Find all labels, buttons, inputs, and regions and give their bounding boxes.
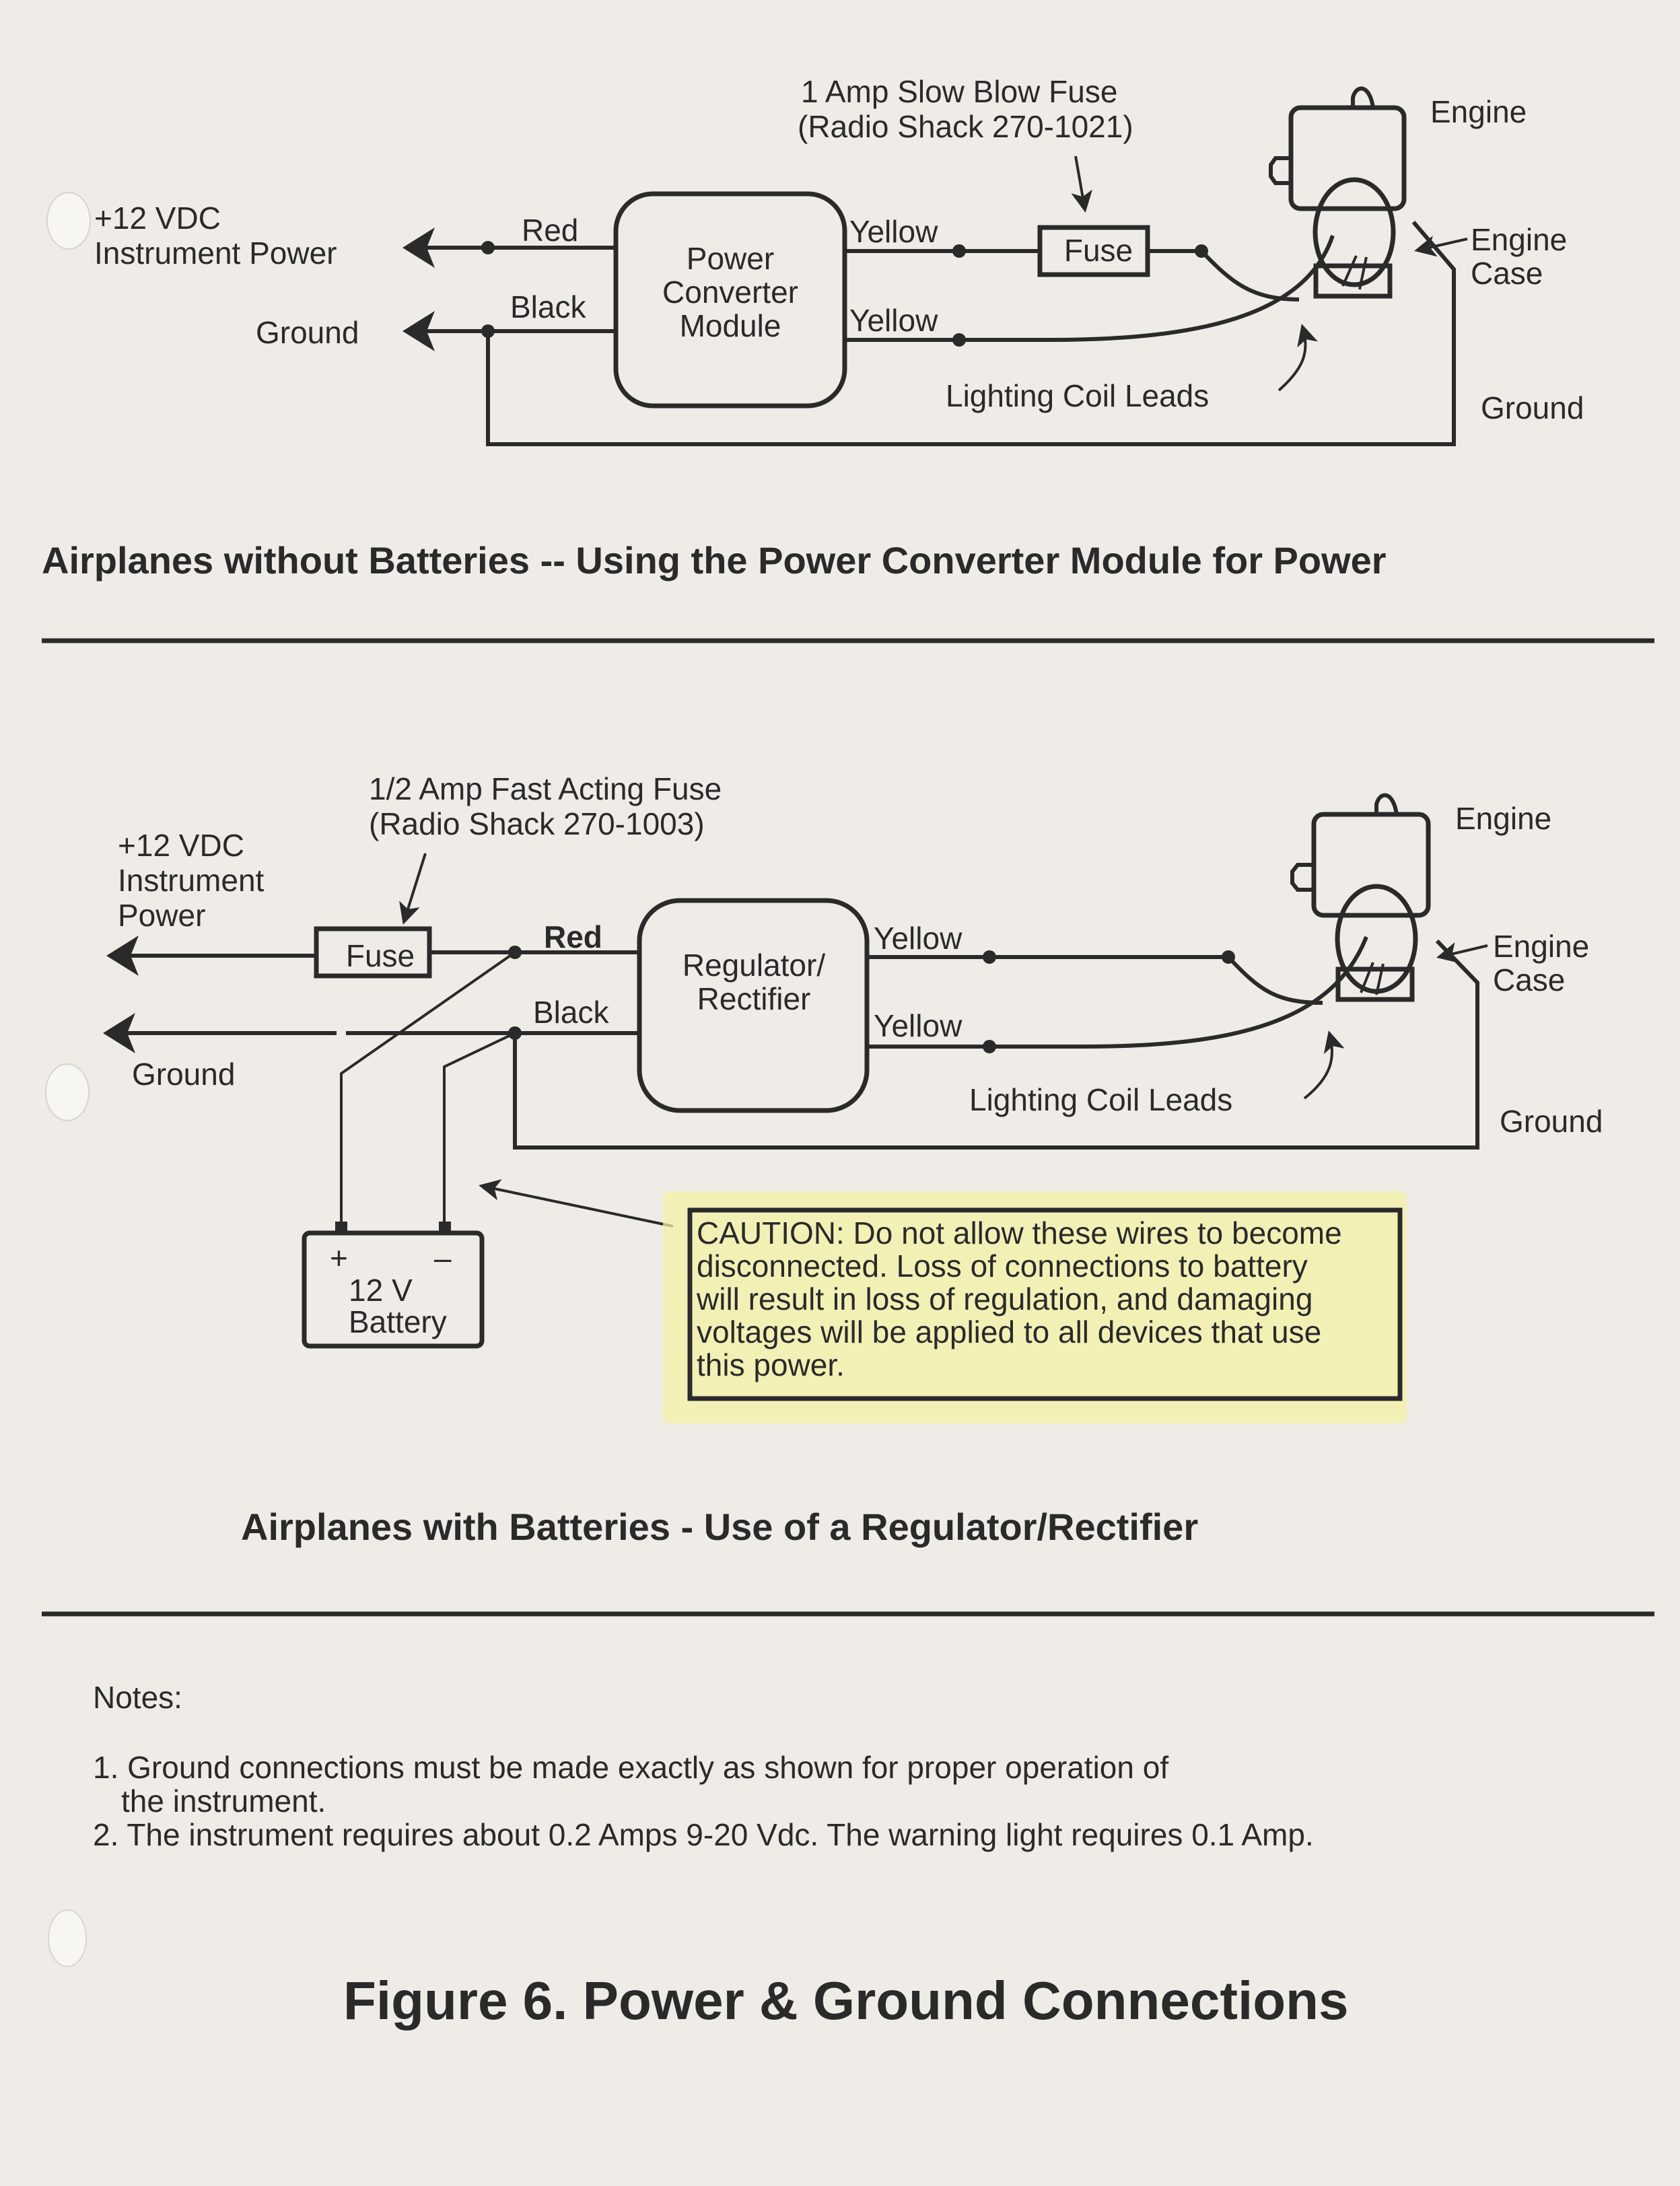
ground2-return-wire [513,939,1479,1150]
caution-line: this power. [697,1347,845,1382]
binder-hole-middle [45,1063,90,1121]
black2-wire-label: Black [533,995,609,1030]
power-converter-module [613,191,847,409]
yellow-bottom-dot [952,333,966,347]
fuse2-note-arrow [399,853,427,925]
note-item: 2. The instrument requires about 0.2 Amp… [93,1817,1314,1852]
ground-label-left: Ground [256,315,359,350]
red-wire-label: Red [522,213,578,248]
battery-negative-wire [443,1032,516,1227]
battery-plus-label: + [330,1240,348,1275]
engine-label: Engine [1430,94,1527,129]
yellow2-bottom-dot [983,1040,996,1053]
power2-label-line1: +12 VDC [118,828,244,863]
module-label-line2: Converter [662,275,798,310]
fuse2-note-line1: 1/2 Amp Fast Acting Fuse [369,771,722,806]
caution-highlight [663,1191,1407,1423]
battery-minus-label: – [434,1240,452,1275]
coil2-leads-label: Lighting Coil Leads [969,1082,1232,1117]
engine2-label: Engine [1455,801,1551,836]
caution-line: will result in loss of regulation, and d… [696,1281,1312,1316]
yellow-bottom-label: Yellow [849,303,938,338]
diagram1-title: Airplanes without Batteries -- Using the… [42,539,1387,581]
battery-positive-wire [340,951,516,1227]
black-wire-label: Black [510,289,586,324]
ground-label-right: Ground [1481,390,1584,425]
engine-icon [1269,86,1407,299]
fuse2-note-line2: (Radio Shack 270-1003) [369,806,705,841]
ground2-label-left: Ground [132,1057,235,1092]
notes-section: Notes: 1. Ground connections must be mad… [93,1680,1314,1852]
diagram-with-batteries: 1/2 Amp Fast Acting Fuse (Radio Shack 27… [103,771,1603,1548]
red-junction-dot [481,241,495,254]
power2-label-line2: Instrument [118,863,265,898]
battery-label-line1: 12 V [349,1273,413,1308]
binder-hole-top [46,192,91,250]
yellow2-top-dot-1 [983,950,996,964]
fuse-label: Fuse [1064,233,1133,268]
ground-return-wire [486,221,1456,446]
yellow2-top-label: Yellow [874,921,963,956]
regulator-label-line1: Regulator/ [682,948,825,983]
diagram2-title: Airplanes with Batteries - Use of a Regu… [241,1506,1198,1548]
fuse-note-line1: 1 Amp Slow Blow Fuse [801,74,1117,109]
engine2-case-line1: Engine [1493,929,1589,964]
engine-case-line1: Engine [1471,222,1567,257]
power-label-line2: Instrument Power [94,236,337,271]
caution-line: voltages will be applied to all devices … [697,1314,1321,1349]
caution-line: CAUTION: Do not allow these wires to bec… [697,1215,1342,1250]
module-label-line3: Module [680,308,781,343]
engine-case-arrow [1414,236,1468,257]
engine2-icon [1290,793,1431,1002]
caution-text: CAUTION: Do not allow these wires to bec… [696,1215,1342,1382]
fuse2-label: Fuse [346,938,415,973]
module-label-line1: Power [687,241,774,276]
engine2-case-line2: Case [1493,962,1565,997]
coil-leads-arrow [1278,324,1319,392]
caution-arrow [479,1179,674,1228]
red2-wire-label: Red [544,919,602,954]
diagram-without-batteries: 1 Amp Slow Blow Fuse (Radio Shack 270-10… [42,74,1584,581]
caution-box [687,1207,1403,1401]
note-item: the instrument. [121,1784,326,1819]
figure-caption: Figure 6. Power & Ground Connections [343,1971,1348,2031]
yellow2-bottom-label: Yellow [874,1008,963,1043]
regulator-rectifier-module [637,898,870,1113]
yellow-top-dot [952,244,966,258]
notes-heading: Notes: [93,1680,182,1715]
fuse-note-arrow [1071,155,1092,213]
coil2-leads-arrow [1303,1030,1345,1100]
battery-label-line2: Battery [349,1304,447,1339]
engine2-case-arrow [1436,942,1488,964]
note-item: 1. Ground connections must be made exact… [93,1750,1168,1785]
fuse-note-line2: (Radio Shack 270-1021) [798,109,1133,144]
coil-leads-label: Lighting Coil Leads [946,378,1209,413]
binder-hole-bottom [48,1909,87,1967]
yellow-top-label: Yellow [849,214,938,249]
coil-lead-top [1199,249,1300,302]
ground2-label-right: Ground [1500,1104,1603,1139]
regulator-label-line2: Rectifier [697,981,811,1016]
coil2-lead-top [1226,955,1323,1005]
battery-icon [302,1222,485,1349]
caution-line: disconnected. Loss of connections to bat… [697,1248,1308,1283]
power2-label-line3: Power [118,898,205,933]
engine-case-line2: Case [1471,256,1543,291]
power-label-line1: +12 VDC [94,201,221,236]
